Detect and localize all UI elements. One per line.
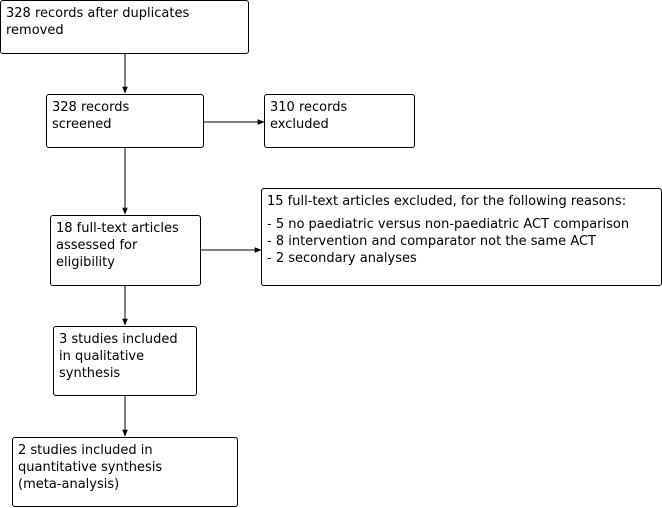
records-excluded-box: 310 records excluded — [264, 94, 415, 148]
exclusion-reason: - 2 secondary analyses — [267, 251, 417, 266]
records-after-duplicates-box: 328 records after duplicates removed — [0, 0, 249, 54]
exclusion-reason: - 8 intervention and comparator not the … — [267, 234, 596, 249]
records-screened-box: 328 records screened — [46, 94, 204, 148]
fulltext-assessed-box: 18 full-text articles assessed for eligi… — [50, 215, 201, 286]
quantitative-synthesis-box: 2 studies included in quantitative synth… — [12, 437, 238, 507]
records-after-duplicates-text: 328 records after duplicates removed — [6, 6, 190, 38]
fulltext-excluded-box: 15 full-text articles excluded, for the … — [261, 188, 662, 286]
qualitative-synthesis-text: 3 studies included in qualitative synthe… — [59, 332, 178, 381]
records-excluded-text: 310 records excluded — [270, 100, 348, 132]
qualitative-synthesis-box: 3 studies included in qualitative synthe… — [53, 326, 197, 396]
exclusion-reason: - 5 no paediatric versus non-paediatric … — [267, 217, 630, 232]
records-screened-text: 328 records screened — [52, 100, 130, 132]
quantitative-synthesis-text: 2 studies included in quantitative synth… — [18, 443, 163, 492]
fulltext-excluded-title: 15 full-text articles excluded, for the … — [267, 194, 627, 209]
fulltext-assessed-text: 18 full-text articles assessed for eligi… — [56, 221, 179, 270]
